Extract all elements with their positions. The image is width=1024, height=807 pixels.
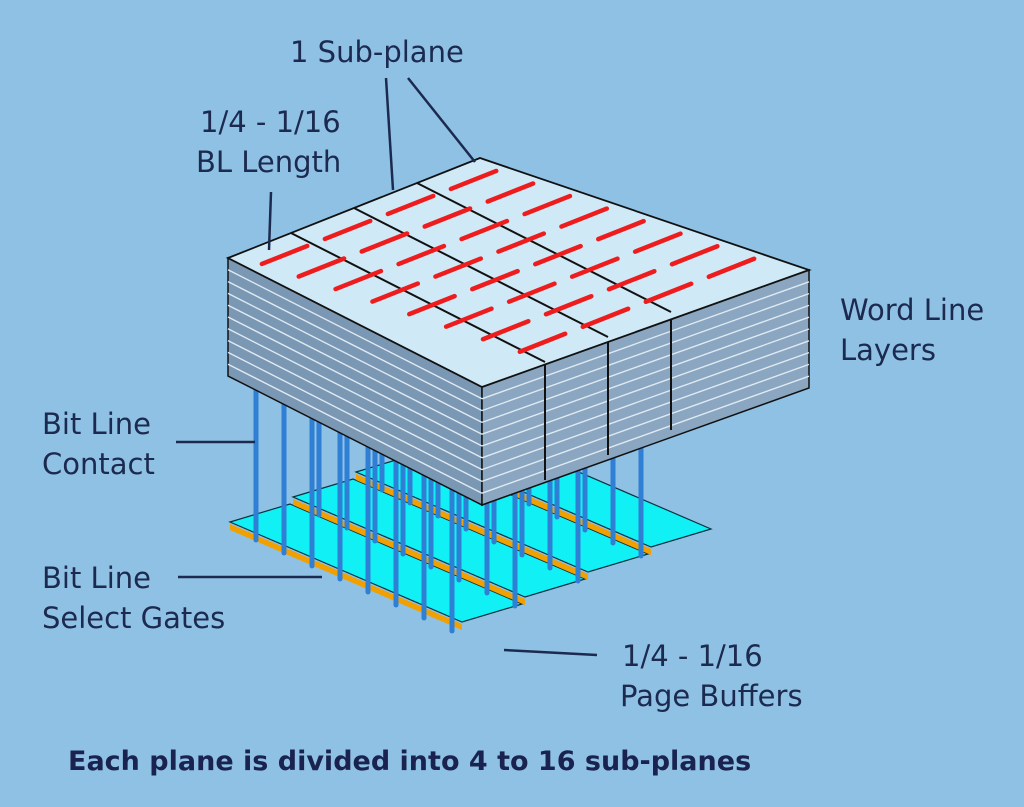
bit-line-trace xyxy=(385,193,436,217)
sub-plane-label: 1 Sub-plane xyxy=(290,35,464,69)
bit-line-trace xyxy=(533,243,583,267)
select-gates-label-line2: Select Gates xyxy=(42,601,226,635)
bit-line-contact-label-line2: Contact xyxy=(42,447,155,481)
bit-line-trace xyxy=(396,243,447,267)
bl-length-leader xyxy=(267,191,273,251)
word-line-layer xyxy=(227,363,483,494)
bit-line-trace xyxy=(485,181,536,204)
bl-length-label-line1: 1/4 - 1/16 xyxy=(200,105,341,139)
word-line-label-line1: Word Line xyxy=(840,293,985,327)
bit-line-trace xyxy=(333,268,384,292)
word-line-layer xyxy=(227,316,483,447)
word-line-layer-stack xyxy=(225,157,812,507)
bit-line-trace xyxy=(543,293,594,317)
bit-line-trace xyxy=(480,318,531,342)
bit-line-trace xyxy=(322,218,373,242)
bit-line-trace xyxy=(443,306,494,329)
word-line-layer xyxy=(227,292,483,424)
bit-line-trace xyxy=(580,306,631,330)
bit-line-trace xyxy=(359,231,410,254)
word-line-layer xyxy=(227,351,483,483)
bit-line-trace xyxy=(643,281,694,305)
page-buffers-label-line2: Page Buffers xyxy=(620,679,803,713)
bl-length-label-line2: BL Length xyxy=(196,145,342,179)
bit-line-trace xyxy=(606,268,657,292)
word-line-layer xyxy=(227,328,483,459)
word-line-layer xyxy=(481,328,810,447)
sub-plane-divider xyxy=(353,207,609,338)
bit-line-trace xyxy=(433,256,484,279)
leader-lines xyxy=(176,77,598,657)
bit-line-trace xyxy=(470,268,520,292)
bit-line-trace xyxy=(422,206,473,229)
page-buffers-label-line1: 1/4 - 1/16 xyxy=(622,639,763,673)
word-line-layer xyxy=(481,292,810,412)
bit-line-trace xyxy=(706,256,757,280)
select-gate-edge xyxy=(230,524,462,630)
bit-line-trace xyxy=(559,206,610,229)
bit-line-trace xyxy=(522,193,573,217)
page-buffers-leader xyxy=(503,648,598,657)
word-line-layer xyxy=(481,340,810,459)
bit-line-trace xyxy=(569,256,620,279)
bit-line-trace xyxy=(632,231,683,254)
word-line-layer xyxy=(481,363,810,483)
sub-plane-divider xyxy=(290,232,546,363)
word-line-layer xyxy=(227,304,483,435)
word-line-layer xyxy=(227,339,483,471)
sub-plane-divider xyxy=(416,182,672,313)
bit-line-trace xyxy=(517,331,568,355)
bit-line-trace xyxy=(370,281,421,304)
word-line-layer xyxy=(227,269,483,400)
word-line-label-line2: Layers xyxy=(840,333,936,367)
word-line-layer xyxy=(481,281,810,400)
bit-line-trace xyxy=(407,293,457,317)
bit-line-trace xyxy=(259,243,310,267)
select-gate-edge xyxy=(356,474,588,580)
word-line-layer xyxy=(481,375,810,494)
sub-plane-leader xyxy=(407,77,476,163)
bit-line-contact-label-line1: Bit Line xyxy=(42,407,151,441)
bit-line-trace xyxy=(506,281,557,304)
select-gate-edge xyxy=(293,499,525,605)
bit-line-trace xyxy=(596,218,646,242)
bit-line-trace xyxy=(296,256,347,279)
bit-line-trace xyxy=(448,168,499,192)
word-line-layer xyxy=(481,351,810,471)
bit-line-trace xyxy=(459,218,510,242)
page-buffer-strip xyxy=(228,503,524,623)
word-line-layer xyxy=(481,304,810,424)
sub-plane-leader xyxy=(384,77,395,191)
bit-line-trace xyxy=(669,243,720,267)
bit-line-trace xyxy=(496,231,547,254)
word-line-layer xyxy=(481,316,810,435)
diagram-caption: Each plane is divided into 4 to 16 sub-p… xyxy=(68,746,752,777)
select-gates-label-line1: Bit Line xyxy=(42,561,151,595)
word-line-layer xyxy=(227,280,483,412)
